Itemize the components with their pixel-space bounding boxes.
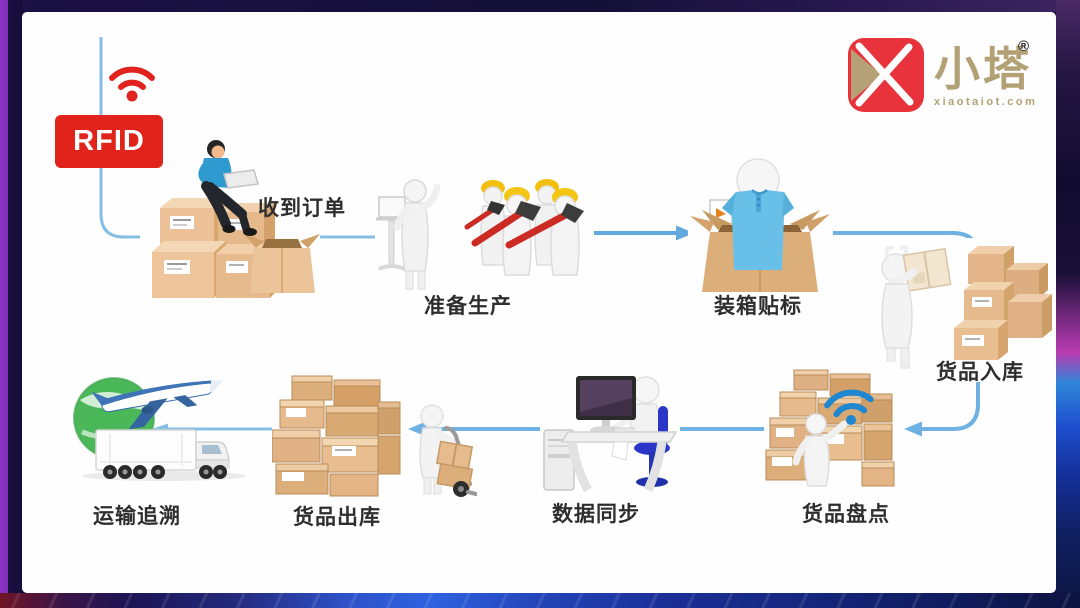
- step-label-goods-inbound: 货品入库: [936, 361, 1024, 384]
- brand-domain: xiaotaiot.com: [934, 96, 1038, 108]
- frame-right-glow: [1056, 0, 1080, 608]
- step-label-goods-outbound: 货品出库: [293, 506, 381, 529]
- rfid-signal-icon: [104, 56, 160, 109]
- rfid-badge: RFID: [55, 115, 163, 168]
- registered-mark: ®: [1018, 38, 1030, 55]
- inventory-count-illustration: [764, 362, 898, 496]
- transport-trace-illustration: [52, 362, 252, 487]
- frame-left-glow: [0, 0, 22, 608]
- brand-logo: ® 小塔 xiaotaiot.com: [846, 36, 1037, 114]
- step-label-data-sync: 数据同步: [552, 503, 640, 526]
- step-label-inventory-count: 货品盘点: [802, 503, 890, 526]
- brand-name: 小塔: [934, 43, 1032, 95]
- prepare-production-illustration: [375, 175, 585, 295]
- brand-logo-icon: [848, 38, 924, 112]
- rfid-badge-label: RFID: [73, 125, 145, 157]
- step-label-receive-order: 收到订单: [258, 197, 346, 220]
- goods-outbound-illustration: [272, 372, 477, 502]
- packing-labeling-illustration: [688, 152, 833, 302]
- frame-bottom-glow: [0, 593, 1080, 608]
- data-sync-illustration: [540, 368, 680, 498]
- step-label-packing-labeling: 装箱贴标: [714, 295, 802, 318]
- step-label-transport-trace: 运输追溯: [93, 505, 181, 528]
- frame-top-glow: [0, 0, 1080, 12]
- step-label-prepare-production: 准备生产: [424, 295, 512, 318]
